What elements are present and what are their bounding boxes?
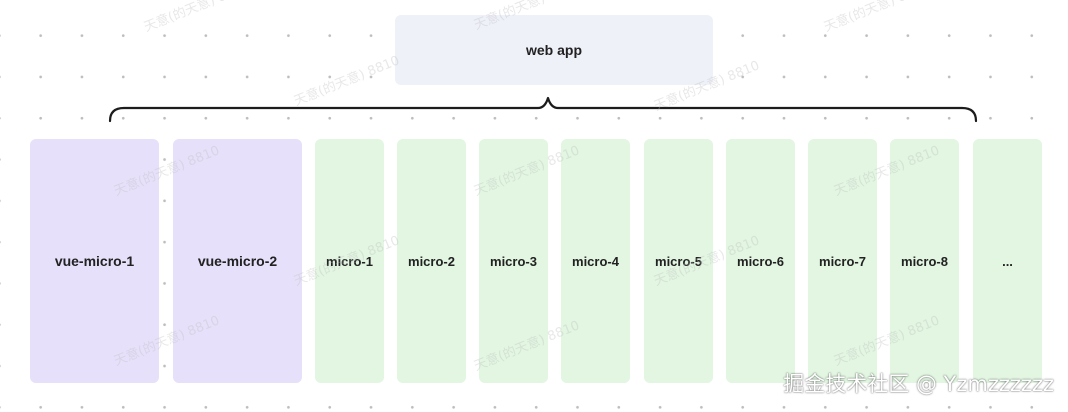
micro-5-node: micro-5 xyxy=(644,139,713,383)
micro-3-node: micro-3 xyxy=(479,139,548,383)
micro-8-node: micro-8 xyxy=(890,139,959,383)
source-watermark: 掘金技术社区 @ Yzmzzzzzz xyxy=(783,372,1054,396)
background-watermark: 天意(的天意) 8810 xyxy=(142,0,252,36)
vue-micro-1-node: vue-micro-1 xyxy=(30,139,159,383)
vue-micro-2-node: vue-micro-2 xyxy=(173,139,302,383)
micro-2-node: micro-2 xyxy=(397,139,466,383)
web-app-node: web app xyxy=(395,15,713,85)
micro-4-node: micro-4 xyxy=(561,139,630,383)
background-watermark: 天意(的天意) 8810 xyxy=(292,53,402,110)
micro-7-node: micro-7 xyxy=(808,139,877,383)
ellipsis-node: ... xyxy=(973,139,1042,383)
micro-6-node: micro-6 xyxy=(726,139,795,383)
background-watermark: 天意(的天意) 8810 xyxy=(822,0,932,36)
micro-1-node: micro-1 xyxy=(315,139,384,383)
